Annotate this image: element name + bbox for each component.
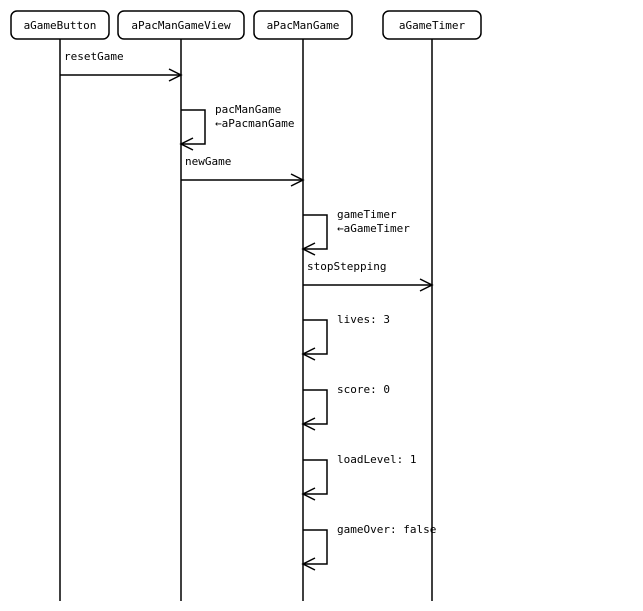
message-label: pacManGame [215, 103, 281, 116]
object-label: aGameTimer [399, 19, 466, 32]
arrow-head [301, 557, 316, 571]
message-label: score: 0 [337, 383, 390, 396]
arrow-head [290, 173, 305, 187]
arrow-head [301, 487, 316, 501]
message-label: gameTimer [337, 208, 397, 221]
message-label: stopStepping [307, 260, 386, 273]
object-box [382, 10, 482, 40]
object-box [10, 10, 110, 40]
self-message-loop [303, 214, 328, 250]
object-box [117, 10, 245, 40]
self-message-loop [303, 529, 328, 565]
self-message: pacManGame←aPacmanGame [179, 103, 294, 151]
self-message: gameTimer←aGameTimer [301, 208, 410, 256]
object-label: aPacManGame [267, 19, 340, 32]
message-label: loadLevel: 1 [337, 453, 416, 466]
arrow-head [419, 278, 434, 292]
lifeline-game: aPacManGame [253, 10, 353, 601]
message-label: ←aPacmanGame [215, 117, 294, 130]
message: newGame [181, 155, 305, 187]
self-message: lives: 3 [301, 313, 390, 361]
message-label: resetGame [64, 50, 124, 63]
self-message: score: 0 [301, 383, 390, 431]
arrow-head [301, 347, 316, 361]
message-label: ←aGameTimer [337, 222, 410, 235]
lifeline-view: aPacManGameView [117, 10, 245, 601]
self-message-loop [303, 319, 328, 355]
message-label: gameOver: false [337, 523, 436, 536]
arrow-head [168, 68, 183, 82]
lifeline-btn: aGameButton [10, 10, 110, 601]
arrow-head [301, 417, 316, 431]
object-box [253, 10, 353, 40]
self-message-loop [303, 389, 328, 425]
arrow-head [301, 242, 316, 256]
message-label: newGame [185, 155, 231, 168]
arrow-head [179, 137, 194, 151]
self-message-loop [303, 459, 328, 495]
object-label: aPacManGameView [131, 19, 231, 32]
self-message-loop [181, 109, 206, 145]
message: resetGame [60, 50, 183, 82]
self-message: loadLevel: 1 [301, 453, 416, 501]
message-label: lives: 3 [337, 313, 390, 326]
message: stopStepping [303, 260, 434, 292]
self-message: gameOver: false [301, 523, 436, 571]
lifeline-timer: aGameTimer [382, 10, 482, 601]
object-label: aGameButton [24, 19, 97, 32]
